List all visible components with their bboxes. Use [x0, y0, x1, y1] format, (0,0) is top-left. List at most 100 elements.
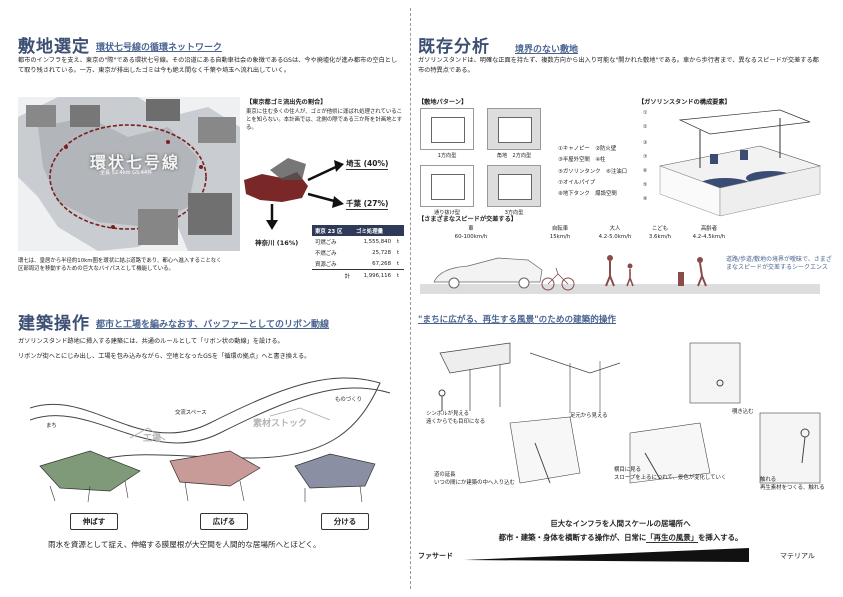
speed-value: 4.2-5.0km/h — [598, 234, 632, 241]
svg-text:⑤: ⑤ — [643, 182, 647, 188]
gs-component: ⑥注油口 — [605, 168, 627, 175]
axis-right-label: マテリアル — [780, 552, 815, 560]
gomi-row-unit: t — [397, 238, 400, 245]
pattern-label: 通り抜け型 — [434, 210, 460, 216]
scene-caption: 覗き込む — [732, 409, 754, 415]
gomi-heading: 【東京都ゴミ流出先の割合】 — [246, 99, 327, 106]
arch-body-1: ガソリンスタンド跡地に挿入する建築には、共通のルールとして「リボン状の動線」を設… — [18, 338, 284, 345]
svg-text:③: ③ — [643, 140, 647, 146]
svg-text:⑥: ⑥ — [643, 168, 648, 174]
pattern-label: 角地 2方向型 — [496, 153, 532, 159]
gomi-row-value: 25,728 — [372, 249, 392, 256]
gomi-row-label: 不燃ごみ — [315, 250, 337, 257]
exist-body: ガソリンスタンドは、明確な正面を持たず、複数方向から出入り可能な"開かれた敷地"… — [418, 57, 819, 74]
svg-text:⑦: ⑦ — [643, 154, 648, 160]
gs-component: ②防火壁 — [595, 146, 617, 152]
arch-title: 建築操作 — [18, 314, 90, 334]
scene-caption: 横目に見る スロープを上るにつれて、景色が変化していく — [614, 467, 727, 482]
operation-extend-button[interactable]: 伸ばす — [70, 513, 118, 530]
pattern-three-way — [487, 165, 541, 207]
ring7-map-sub: 全長 52.4km GS:44件 — [100, 170, 153, 176]
gs-component: ⑧地下タンク 爆設空間 — [558, 191, 617, 198]
speed-heading: 【さまざまなスピードが交差する】 — [418, 216, 517, 223]
gs-component: ④柱 — [595, 157, 606, 164]
gomi-row-unit: t — [397, 260, 400, 267]
gs-component: ①キャノピー — [558, 146, 590, 152]
speed-note: 道路/歩道/敷地の境界が曖昧で、さまざまなスピードが交差するシークエンス — [726, 256, 832, 272]
gomi-total-label: 計 — [344, 273, 351, 280]
site-subtitle: 環状七号線の循環ネットワーク — [96, 43, 223, 53]
gomi-total-unit: t — [397, 272, 400, 279]
conclusion-text: 都市・建築・身体を横断する操作が、日常に — [498, 533, 647, 542]
pattern-label: 3方向型 — [504, 210, 524, 216]
gs-component: ③半屋外空間 — [558, 157, 590, 164]
speed-value: 15km/h — [549, 234, 571, 241]
axis-left-label: ファサード — [418, 552, 453, 560]
gomi-kanagawa: 神奈川 (16%) — [255, 239, 299, 247]
speed-name: 車 — [468, 226, 474, 232]
gs-axonometric-drawing: ① ② ③ ⑦ ⑥ ⑤ ⑧ — [643, 109, 822, 217]
conclusion-line-2: 都市・建築・身体を横断する操作が、日常に「再生の風景」を挿入する。 — [418, 532, 823, 543]
ring7-map-label: 環状七号線 — [90, 153, 181, 172]
svg-text:⑧: ⑧ — [643, 196, 648, 202]
speed-street-sketch — [420, 255, 820, 294]
pattern-heading: 【敷地パターン】 — [418, 99, 468, 106]
gomi-saitama: 埼玉 (40%) — [346, 159, 389, 170]
operation-widen-button[interactable]: 広げる — [200, 513, 248, 530]
speed-value: 4.2-4.5km/h — [692, 234, 726, 241]
gomi-row-label: 可燃ごみ — [315, 239, 337, 246]
speed-name: こども — [651, 226, 669, 232]
scene-title: "まちに広がる、再生する風景"のための建築的操作 — [418, 315, 617, 325]
gomi-table-head: ゴミ処理量 — [353, 225, 404, 236]
pattern-label: 1方向型 — [437, 153, 457, 159]
gomi-total-value: 1,996,116 — [363, 272, 392, 279]
arch-subtitle: 都市と工場を編みなおす、バッファーとしてのリボン動線 — [96, 320, 330, 330]
scene-caption: 足元から見える — [570, 413, 608, 419]
site-body: 都市のインフラを支え、東京の"際"である環状七号線。その沿道にある自動車社会の象… — [18, 57, 398, 74]
gs-component: ⑦オイルパイプ — [558, 180, 596, 187]
scene-caption: シンボルが見える 遠くからでも目印になる — [426, 411, 486, 426]
conclusion-text: を挿入する。 — [698, 533, 743, 542]
scene-caption: 道の延長 いつの間にか建築の中へ入り込む — [434, 472, 515, 487]
ring7-map: 環状七号線 全長 52.4km GS:44件 — [18, 97, 240, 251]
scene-sketches — [438, 342, 821, 484]
scene-caption: 触れる 再生素材をつくる、触れる — [760, 477, 825, 492]
conclusion-highlight: 「再生の風景」 — [646, 533, 699, 543]
arch-footer: 雨水を資源として捉え、伸縮する膜屋根が大空間を人間的な居場所へとほどく。 — [48, 540, 321, 549]
site-title: 敷地選定 — [18, 37, 90, 57]
speed-child: こども 3.6km/h — [640, 225, 680, 241]
exist-subtitle: 境界のない敷地 — [515, 45, 579, 55]
gomi-row-unit: t — [397, 249, 400, 256]
gomi-row-value: 1,555,840 — [363, 238, 392, 245]
svg-text:②: ② — [643, 124, 648, 130]
pattern-corner — [487, 108, 541, 150]
ribbon-label-monozukuri: ものづくり — [335, 397, 362, 403]
pattern-through — [420, 165, 474, 207]
speed-bicycle: 自転車 15km/h — [540, 225, 580, 241]
gomi-row-value: 67,268 — [372, 260, 392, 267]
operation-split-button[interactable]: 分ける — [321, 513, 369, 530]
pattern-one-way — [420, 108, 474, 150]
ribbon-label-sozai: 素材ストック — [253, 419, 308, 429]
gomi-table-head: 東京 23 区 — [312, 225, 354, 236]
ribbon-label-machi: まち — [46, 423, 57, 429]
gs-component-list: ①キャノピー ②防火壁 ③半屋外空間 ④柱 ⑤ガソリンタンク ⑥注油口 ⑦オイル… — [558, 144, 648, 201]
svg-text:①: ① — [643, 110, 648, 116]
conclusion-line-1: 巨大なインフラを人間スケールの居場所へ — [550, 519, 691, 528]
speed-name: 高齢者 — [700, 226, 718, 232]
speed-value: 3.6km/h — [648, 234, 672, 241]
membrane-roof-sketches — [39, 450, 376, 503]
tokyo-flow-diagram — [244, 158, 344, 230]
page-divider — [410, 8, 411, 589]
speed-name: 自転車 — [551, 226, 569, 232]
map-caption: 環七は、皇居から半径約10km圏を環状に結ぶ道路であり、都心へ進入することなく区… — [18, 258, 222, 273]
ribbon-label-kojo: 工場 — [143, 434, 162, 444]
arch-body-2: リボンが街へとにじみ出し、工場を包み込みながら、空地となったGSを「循環の拠点」… — [18, 353, 311, 360]
ribbon-label-koryu: 交流スペース — [175, 410, 207, 416]
facade-material-axis — [464, 548, 749, 562]
gs-heading: 【ガソリンスタンドの構成要素】 — [638, 99, 731, 106]
gomi-chiba: 千葉 (27%) — [346, 199, 389, 210]
